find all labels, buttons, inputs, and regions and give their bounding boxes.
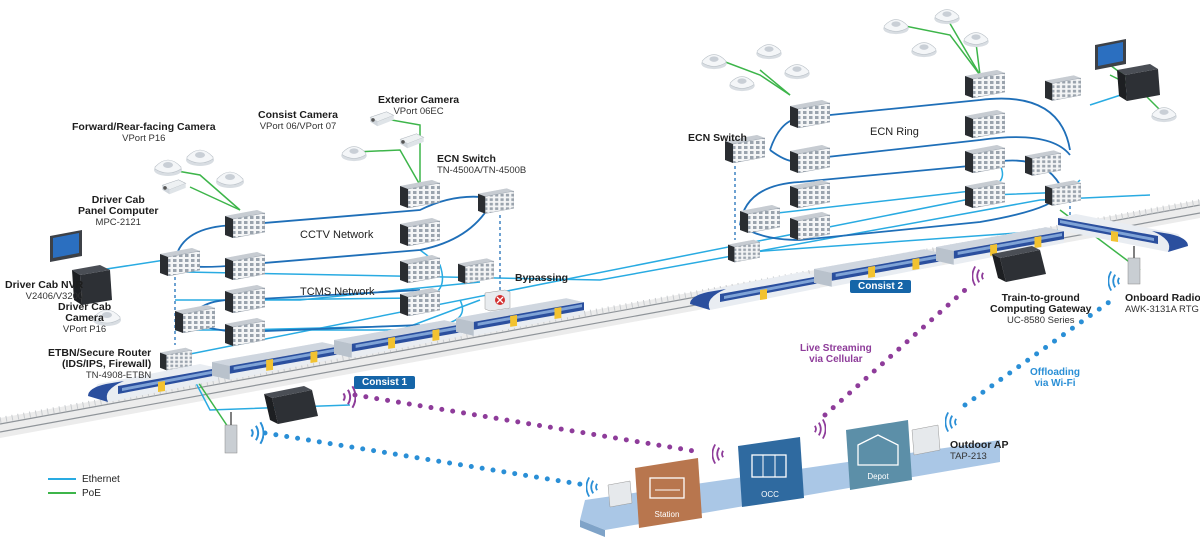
ecn-ring-label: ECN Ring: [870, 126, 919, 138]
forward-camera-group: [153, 149, 245, 195]
poe-swatch: [48, 492, 76, 494]
driver-camera-title-1: Driver Cab: [58, 301, 112, 313]
driver-nvr-title: Driver Cab NVR: [5, 279, 84, 291]
live-streaming-line1: Live Streaming: [800, 343, 872, 354]
gateway-device-2: [992, 246, 1046, 282]
consist-camera-label: Consist Camera VPort 06/VPort 07: [258, 109, 338, 133]
outdoor-ap-title: Outdoor AP: [950, 439, 1009, 451]
gateway-model: UC-8580 Series: [1006, 315, 1075, 326]
tcms-network-label: TCMS Network: [300, 286, 375, 298]
onboard-radio-model: AWK-3131A RTG: [1125, 304, 1199, 315]
driver-camera-model: VPort P16: [62, 324, 107, 335]
legend: Ethernet PoE: [48, 472, 120, 500]
gateway-title-1: Train-to-ground: [1001, 292, 1080, 304]
onboard-radio-title: Onboard Radio: [1125, 292, 1200, 304]
station-ap: [607, 480, 633, 508]
station-label: Station: [654, 510, 680, 519]
consist-camera-model: VPort 06/VPort 07: [259, 121, 337, 132]
offloading-label: Offloading via Wi-Fi: [1030, 367, 1080, 389]
forward-camera-title: Forward/Rear-facing Camera: [72, 121, 216, 133]
consist-camera-title: Consist Camera: [258, 109, 338, 121]
gateway-label: Train-to-ground Computing Gateway UC-858…: [990, 292, 1092, 327]
offloading-line1: Offloading: [1030, 367, 1080, 378]
wireless-links: [262, 287, 1115, 488]
right-nvr-device: [1117, 64, 1160, 101]
ecn-switch-left-title: ECN Switch: [437, 153, 496, 165]
depot-tile: [846, 420, 912, 490]
legend-ethernet-label: Ethernet: [82, 473, 120, 485]
outdoor-ap-label: Outdoor AP TAP-213: [950, 439, 1009, 463]
etbn-router-model: TN-4908-ETBN: [85, 370, 152, 381]
gateway-device-1: [264, 386, 318, 424]
gateway-title-2: Computing Gateway: [990, 303, 1092, 315]
outdoor-ap-model: TAP-213: [950, 451, 987, 462]
driver-panel-title-2: Panel Computer: [78, 205, 159, 217]
exterior-camera-model: VPort 06EC: [393, 106, 444, 117]
driver-panel-model: MPC-2121: [95, 217, 141, 228]
outdoor-ap: [911, 424, 941, 456]
legend-poe: PoE: [48, 486, 120, 500]
ecn-switch-left-label: ECN Switch TN-4500A/TN-4500B: [437, 153, 527, 177]
live-streaming-label: Live Streaming via Cellular: [800, 343, 872, 365]
onboard-radio-2: [1127, 246, 1141, 285]
ethernet-swatch: [48, 478, 76, 480]
offloading-line2: via Wi-Fi: [1034, 378, 1076, 389]
consist-1-train: [88, 298, 584, 402]
depot-label: Depot: [867, 472, 889, 481]
driver-panel-title-1: Driver Cab: [91, 194, 145, 206]
consist-camera-group: [340, 111, 425, 162]
nvr-device: [72, 265, 112, 305]
etbn-router-title-2: (IDS/IPS, Firewall): [62, 358, 152, 370]
right-panel-computer: [1095, 39, 1126, 70]
forward-camera-label: Forward/Rear-facing Camera VPort P16: [72, 121, 216, 145]
forward-camera-model: VPort P16: [122, 133, 166, 144]
consist-2-badge: Consist 2: [850, 280, 912, 293]
live-streaming-line2: via Cellular: [809, 354, 863, 365]
etbn-router-label: ETBN/Secure Router (IDS/IPS, Firewall) T…: [48, 347, 152, 382]
driver-panel-label: Driver Cab Panel Computer MPC-2121: [78, 194, 159, 229]
occ-label: OCC: [761, 490, 779, 499]
onboard-radio-1: [224, 412, 238, 454]
ecn-switch-right-label: ECN Switch: [688, 133, 747, 144]
bypass-relay: [484, 289, 511, 312]
exterior-camera-label: Exterior Camera VPort 06EC: [378, 94, 460, 118]
bypass-lines: [174, 160, 1071, 345]
driver-nvr-model: V2406/V3200: [25, 291, 84, 302]
ecn-switch-right-title: ECN Switch: [688, 132, 747, 144]
panel-computer: [50, 230, 82, 262]
etbn-router-title-1: ETBN/Secure Router: [48, 347, 152, 359]
driver-camera-title-2: Camera: [65, 312, 104, 324]
consist-1-badge: Consist 1: [354, 376, 416, 389]
station-tile: [635, 458, 702, 528]
cctv-network-label: CCTV Network: [300, 229, 374, 241]
exterior-camera-title: Exterior Camera: [378, 94, 460, 106]
onboard-radio-label: Onboard Radio AWK-3131A RTG: [1125, 292, 1200, 316]
ecn-switch-left-model: TN-4500A/TN-4500B: [437, 165, 527, 176]
occ-tile: [738, 437, 804, 507]
legend-ethernet: Ethernet: [48, 472, 120, 486]
bypassing-label: Bypassing: [515, 272, 569, 284]
driver-nvr-label: Driver Cab NVR V2406/V3200: [5, 279, 84, 303]
legend-poe-label: PoE: [82, 487, 101, 499]
driver-camera-label: Driver Cab Camera VPort P16: [58, 301, 112, 336]
